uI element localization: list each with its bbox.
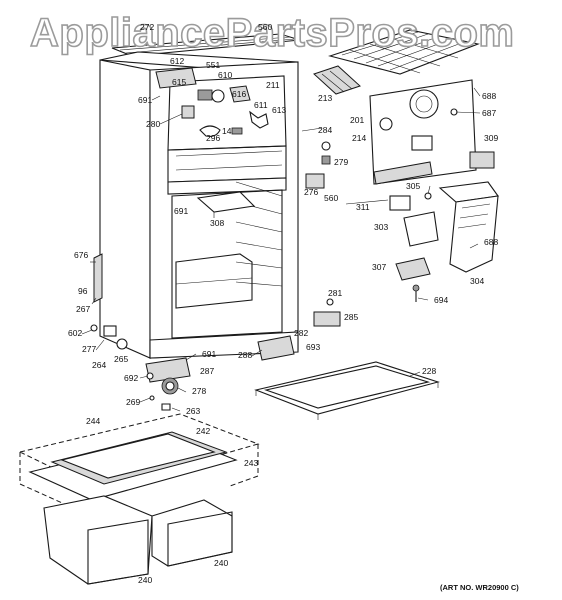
part-label: 240 (214, 558, 228, 568)
part-label: 311 (356, 202, 370, 212)
part-label: 267 (76, 304, 90, 314)
part-label: 602 (68, 328, 82, 338)
part-label: 304 (470, 276, 484, 286)
part-label: 691 (138, 95, 152, 105)
part-label: 694 (434, 295, 448, 305)
part-label: 284 (318, 125, 332, 135)
part-label: 305 (406, 181, 420, 191)
part-label: 280 (146, 119, 160, 129)
evaporator-cover-panel (369, 79, 477, 185)
part-label: 281 (328, 288, 342, 298)
part-label: 687 (482, 108, 496, 118)
watermark-text: AppliancePartsPros.com (30, 11, 515, 55)
freezer-drawer-308 (196, 191, 256, 218)
glass-shelf (254, 361, 440, 420)
part-label: 282 (294, 328, 308, 338)
freezer-wire-shelf (328, 29, 480, 75)
part-label: 611 (254, 100, 268, 110)
part-label: 560 (324, 193, 338, 203)
part-label: 263 (186, 406, 200, 416)
art-number: (ART NO. WR20900 C) (440, 583, 519, 592)
part-label: 676 (74, 250, 88, 260)
part-label: 688 (484, 237, 498, 247)
label-card-309 (469, 151, 495, 169)
part-label: 615 (172, 77, 186, 87)
part-label: 308 (210, 218, 224, 228)
crisper-assembly (18, 413, 260, 585)
part-label: 303 (374, 222, 388, 232)
part-label: 276 (304, 187, 318, 197)
part-label: 243 (244, 458, 258, 468)
part-label: 616 (232, 89, 246, 99)
part-label: 201 (350, 115, 364, 125)
part-label: 277 (82, 344, 96, 354)
part-label: 269 (126, 397, 140, 407)
control-housing (155, 67, 269, 137)
part-label: 211 (266, 80, 280, 90)
light-shield (313, 65, 361, 95)
part-label: 613 (272, 105, 286, 115)
part-label: 691 (202, 349, 216, 359)
part-label: 213 (318, 93, 332, 103)
part-label: 240 (138, 575, 152, 585)
part-label: 287 (200, 366, 214, 376)
top-wire-shelf (111, 33, 301, 57)
part-label: 560 (258, 22, 272, 32)
hinge-hardware (257, 141, 341, 361)
part-label: 242 (196, 426, 210, 436)
part-label: 96 (78, 286, 88, 296)
part-label: 692 (124, 373, 138, 383)
air-duct-assembly (389, 181, 499, 302)
part-label: 272 (140, 22, 154, 32)
part-label: 693 (306, 342, 320, 352)
part-label: 279 (334, 157, 348, 167)
part-label: 688 (482, 91, 496, 101)
part-label: 551 (206, 60, 220, 70)
part-label: 307 (372, 262, 386, 272)
part-label: 296 (206, 133, 220, 143)
part-label: 610 (218, 70, 232, 80)
left-hinge-parts (90, 253, 191, 411)
part-label: 244 (86, 416, 100, 426)
leader-lines (81, 87, 481, 412)
part-label: 265 (114, 354, 128, 364)
part-label: 691 (174, 206, 188, 216)
part-label: 214 (352, 133, 366, 143)
part-label: 612 (170, 56, 184, 66)
part-label: 288 (238, 350, 252, 360)
part-label: 278 (192, 386, 206, 396)
part-label: 14 (222, 126, 232, 136)
part-label: 285 (344, 312, 358, 322)
part-label: 309 (484, 133, 498, 143)
part-label: 264 (92, 360, 106, 370)
part-label: 228 (422, 366, 436, 376)
